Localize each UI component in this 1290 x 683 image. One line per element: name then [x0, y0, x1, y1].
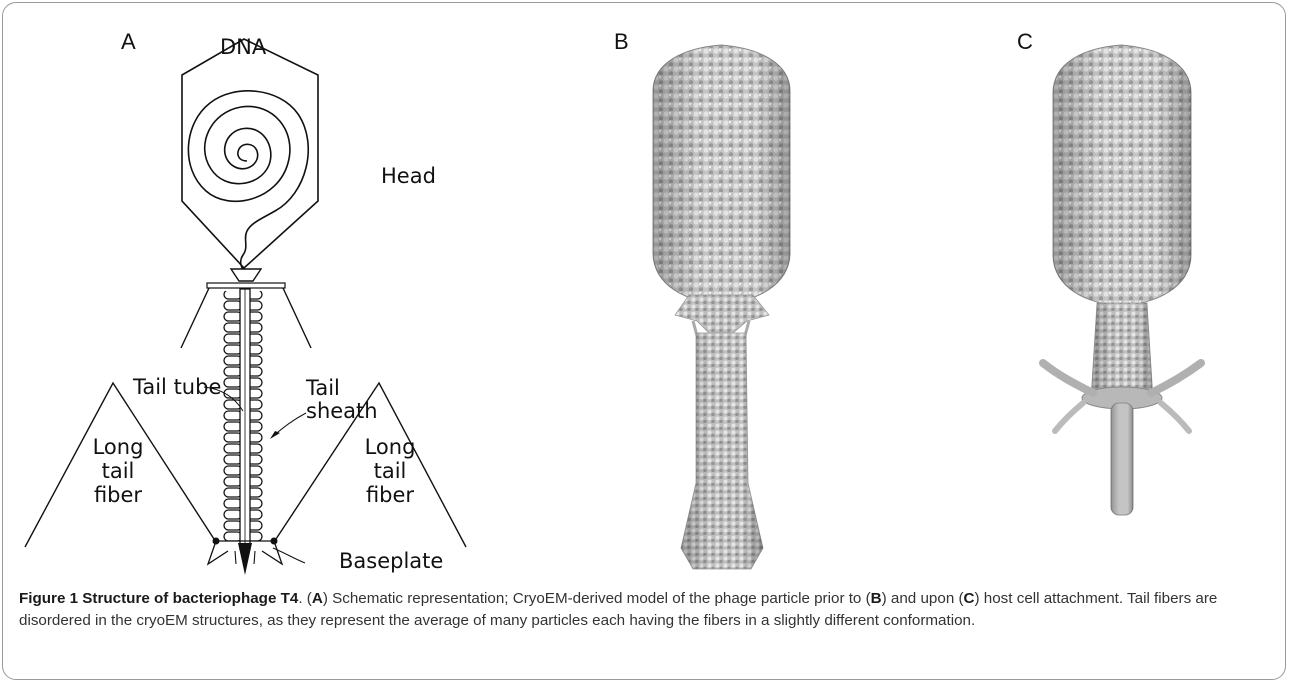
- caption-ref-c: C: [964, 590, 975, 607]
- caption-text-2: ) Schematic representation; CryoEM-deriv…: [323, 590, 871, 607]
- caption-text-1: . (: [298, 590, 312, 607]
- caption-ref-a: A: [312, 590, 323, 607]
- caption-ref-b: B: [871, 590, 882, 607]
- figure-caption: Figure 1 Structure of bacteriophage T4. …: [19, 588, 1274, 632]
- cryoem-model-c: [3, 3, 1286, 583]
- caption-text-3: ) and upon (: [882, 590, 964, 607]
- caption-title: Figure 1 Structure of bacteriophage T4: [19, 590, 298, 607]
